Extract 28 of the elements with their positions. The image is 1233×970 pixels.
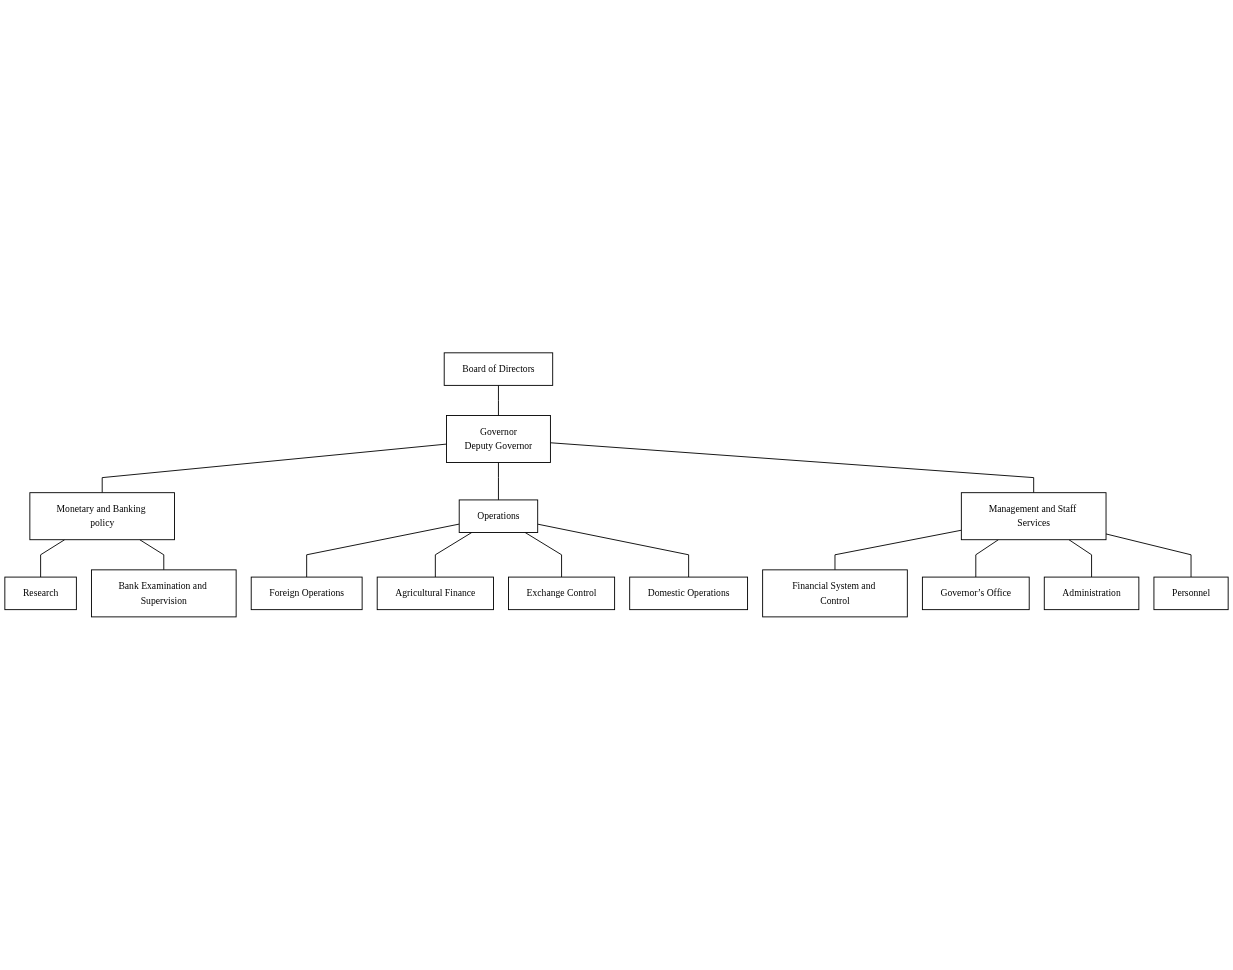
connector [537,523,690,578]
node-box: Administration [1043,576,1140,611]
node-box: Monetary and Banking policy [29,492,175,541]
node-box: Management and Staff Services [960,492,1107,541]
connector [434,532,473,578]
connector [549,442,1035,494]
connector [498,462,499,501]
node-box: Research [4,576,77,611]
connector [834,529,962,571]
connector [975,539,999,578]
node-box: Board of Directors [443,352,554,386]
connector [101,443,447,494]
connector [1068,539,1092,578]
connector [524,532,563,578]
node-box: Foreign Operations [250,576,363,611]
node-box: Agricultural Finance [376,576,494,611]
node-box: Personnel [1153,576,1229,611]
connector [1105,533,1192,578]
connector [139,539,165,571]
node-box: Bank Examination and Supervision [91,569,237,618]
node-box: Governor Deputy Governor [446,415,551,464]
node-box: Financial System and Control [762,569,908,618]
node-box: Exchange Control [508,576,616,611]
node-box: Operations [458,499,539,534]
connector [498,385,499,417]
node-box: Governor’s Office [921,576,1030,611]
connector [306,523,460,578]
node-box: Domestic Operations [629,576,749,611]
